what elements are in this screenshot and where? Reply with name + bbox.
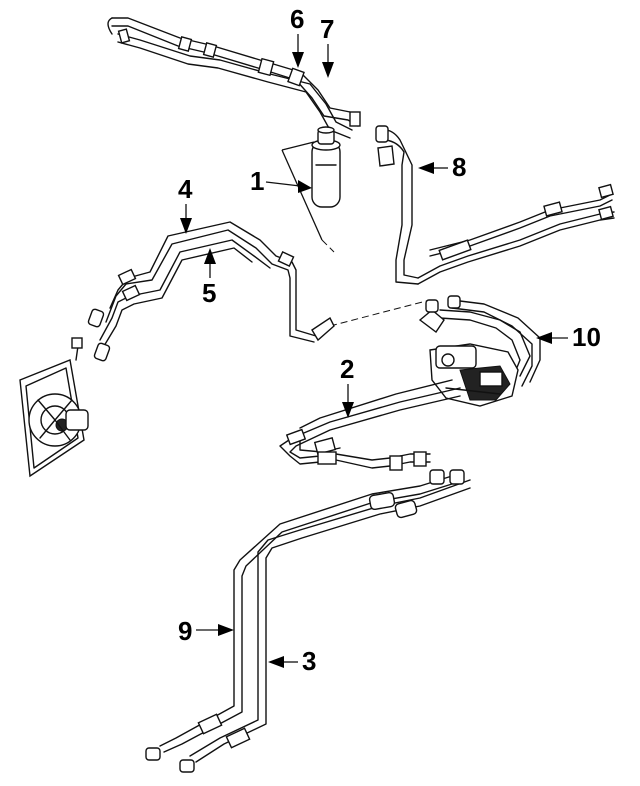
hose-assembly-2 (279, 379, 461, 471)
callout-2-label: 2 (340, 354, 354, 384)
callout-8: 8 (418, 152, 466, 182)
callout-1-label: 1 (250, 166, 264, 196)
hose-8 (375, 125, 419, 285)
connection-line (329, 299, 431, 327)
compressor (429, 343, 519, 407)
hose-assembly-6-7 (107, 17, 361, 139)
callout-7-label: 7 (320, 14, 334, 44)
callout-6: 6 (290, 4, 304, 68)
liquid-line-right (417, 183, 615, 285)
compressor-hoses-10 (418, 295, 541, 387)
callout-5: 5 (202, 248, 216, 308)
condenser-tubes-4-5 (87, 221, 335, 362)
receiver-drier (311, 126, 341, 208)
callout-10: 10 (536, 322, 601, 352)
callout-3: 3 (268, 646, 316, 676)
condenser-fan (19, 337, 89, 478)
callout-5-label: 5 (202, 278, 216, 308)
drier-mount-lines (281, 141, 335, 253)
callout-1: 1 (250, 166, 312, 196)
callout-7: 7 (320, 14, 334, 78)
callout-10-label: 10 (572, 322, 601, 352)
callout-4-label: 4 (178, 174, 193, 204)
callout-3-label: 3 (302, 646, 316, 676)
callout-4: 4 (178, 174, 193, 234)
callout-6-label: 6 (290, 4, 304, 34)
callout-9-label: 9 (178, 616, 192, 646)
callout-8-label: 8 (452, 152, 466, 182)
rear-lines-3-9 (145, 469, 471, 773)
callout-2: 2 (340, 354, 354, 418)
callout-9: 9 (178, 616, 234, 646)
